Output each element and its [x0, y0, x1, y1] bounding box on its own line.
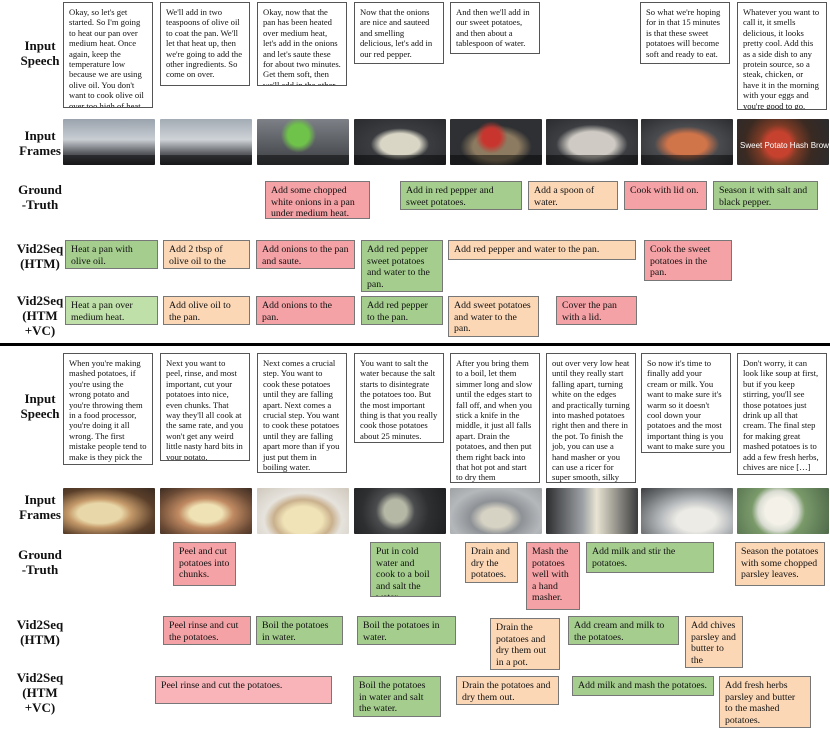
row-label-vid2seq-htm-2: Vid2Seq (HTM) — [16, 617, 64, 647]
speech-segment: Don't worry, it can look like soup at fi… — [737, 353, 827, 475]
speech-segment: And then we'll add in our sweet potatoes… — [450, 2, 540, 54]
video-frame — [641, 488, 733, 534]
video-frame — [63, 119, 155, 165]
video-frame — [257, 488, 349, 534]
video-frame — [160, 488, 252, 534]
prediction-segment: Peel rinse and cut the potatoes. — [163, 616, 251, 645]
ground-truth-segment: Cook with lid on. — [624, 181, 707, 210]
speech-segment: After you bring them to a boil, let them… — [450, 353, 540, 483]
video-frame — [450, 119, 542, 165]
speech-segment: We'll add in two teaspoons of olive oil … — [160, 2, 250, 86]
prediction-segment: Add milk and mash the potatoes. — [572, 676, 714, 696]
video-frame — [354, 488, 446, 534]
prediction-segment: Add fresh herbs parsley and butter to th… — [719, 676, 811, 728]
ground-truth-segment: Peel and cut potatoes into chunks. — [173, 542, 236, 586]
prediction-segment: Drain the potatoes and dry them out. — [456, 676, 559, 705]
prediction-segment: Add red pepper to the pan. — [361, 296, 443, 325]
prediction-segment: Add sweet potatoes and water to the pan. — [448, 296, 539, 337]
prediction-segment: Add 2 tbsp of olive oil to the pan. — [163, 240, 250, 269]
prediction-segment: Cover the pan with a lid. — [556, 296, 637, 325]
prediction-segment: Boil the potatoes in water. — [357, 616, 456, 645]
row-label-vid2seq-htm-vc-2: Vid2Seq (HTM +VC) — [16, 670, 64, 715]
video-frame — [450, 488, 542, 534]
frame-caption: Sweet Potato Hash Browns — [740, 141, 829, 150]
video-frame — [641, 119, 733, 165]
prediction-segment: Heat a pan over medium heat. — [65, 296, 158, 325]
ground-truth-segment: Mash the potatoes well with a hand mashe… — [526, 542, 580, 610]
ground-truth-segment: Add milk and stir the potatoes. — [586, 542, 714, 573]
prediction-segment: Heat a pan with olive oil. — [65, 240, 158, 269]
prediction-segment: Boil the potatoes in water and salt the … — [353, 676, 441, 717]
row-label-vid2seq-htm-1: Vid2Seq (HTM) — [16, 241, 64, 271]
speech-segment: So what we're hoping for in that 15 minu… — [640, 2, 730, 64]
row-label-input-frames-2: Input Frames — [19, 492, 61, 522]
ground-truth-segment: Add a spoon of water. — [528, 181, 618, 210]
speech-segment: Next comes a crucial step. You want to c… — [257, 353, 347, 473]
prediction-segment: Add cream and milk to the potatoes. — [568, 616, 679, 645]
ground-truth-segment: Add some chopped white onions in a pan u… — [265, 181, 370, 219]
row-label-input-frames-1: Input Frames — [19, 128, 61, 158]
video-frame: Sweet Potato Hash Browns — [737, 119, 829, 165]
ground-truth-segment: Season the potatoes with some chopped pa… — [735, 542, 825, 586]
speech-segment: You want to salt the water because the s… — [354, 353, 444, 443]
ground-truth-segment: Season it with salt and black pepper. — [713, 181, 818, 210]
prediction-segment: Add chives parsley and butter to the pot… — [685, 616, 743, 668]
video-frame — [354, 119, 446, 165]
prediction-segment: Peel rinse and cut the potatoes. — [155, 676, 332, 704]
speech-segment: Okay, now that the pan has been heated o… — [257, 2, 347, 86]
video-frame — [257, 119, 349, 165]
speech-segment: out over very low heat until they really… — [546, 353, 636, 483]
row-label-ground-truth-2: Ground -Truth — [18, 547, 62, 577]
ground-truth-segment: Put in cold water and cook to a boil and… — [370, 542, 441, 597]
speech-segment: So now it's time to finally add your cre… — [641, 353, 731, 453]
speech-segment: Now that the onions are nice and sauteed… — [354, 2, 444, 64]
speech-segment: Next you want to peel, rinse, and most i… — [160, 353, 250, 461]
row-label-vid2seq-htm-vc-1: Vid2Seq (HTM +VC) — [16, 293, 64, 338]
video-frame — [160, 119, 252, 165]
prediction-segment: Add onions to the pan and saute. — [256, 240, 355, 269]
prediction-segment: Drain the potatoes and dry them out in a… — [490, 618, 560, 670]
prediction-segment: Cook the sweet potatoes in the pan. — [644, 240, 732, 281]
row-label-input-speech-2: Input Speech — [20, 391, 60, 421]
video-frame — [546, 119, 638, 165]
video-frame — [737, 488, 829, 534]
row-label-ground-truth-1: Ground -Truth — [18, 182, 62, 212]
prediction-segment: Boil the potatoes in water. — [256, 616, 343, 645]
video-frame — [546, 488, 638, 534]
ground-truth-segment: Add in red pepper and sweet potatoes. — [400, 181, 522, 210]
prediction-segment: Add olive oil to the pan. — [163, 296, 250, 325]
row-label-input-speech-1: Input Speech — [20, 38, 60, 68]
prediction-segment: Add red pepper sweet potatoes and water … — [361, 240, 443, 292]
example-divider — [0, 343, 830, 346]
prediction-segment: Add onions to the pan. — [256, 296, 355, 325]
video-frame — [63, 488, 155, 534]
speech-segment: When you're making mashed potatoes, if y… — [63, 353, 153, 465]
prediction-segment: Add red pepper and water to the pan. — [448, 240, 636, 260]
ground-truth-segment: Drain and dry the potatoes. — [465, 542, 518, 583]
speech-segment: Okay, so let's get started. So I'm going… — [63, 2, 153, 108]
speech-segment: Whatever you want to call it, it smells … — [737, 2, 827, 110]
